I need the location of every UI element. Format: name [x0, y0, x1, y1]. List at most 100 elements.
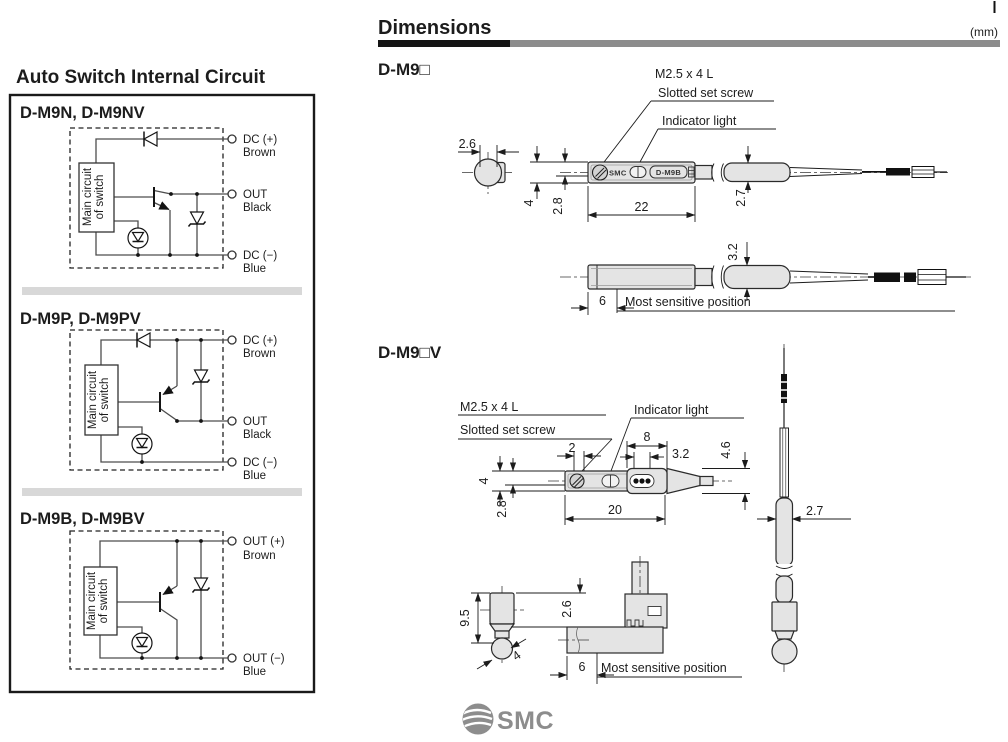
dim-3-2: 3.2 — [726, 242, 751, 301]
svg-text:22: 22 — [635, 200, 649, 214]
zener-diode-symbol — [187, 211, 207, 227]
terminal-label: DC (−) — [243, 250, 277, 262]
side-view — [560, 263, 972, 291]
circuit-d-m9n: D-M9N, D-M9NV Main circuit of switch — [20, 104, 277, 275]
wire-color-label: Brown — [243, 147, 276, 159]
svg-text:6: 6 — [579, 660, 586, 674]
junction-dots — [140, 338, 203, 464]
led-symbol — [131, 632, 153, 654]
dim-6-v: 6 — [550, 653, 614, 684]
svg-text:2.6: 2.6 — [459, 137, 476, 151]
zener-diode-symbol — [191, 369, 211, 385]
diode-symbol — [135, 331, 151, 349]
terminals — [227, 134, 237, 260]
sensor-head — [771, 638, 798, 665]
main-circuit-box — [84, 364, 119, 436]
main-circuit-label-2: of switch — [94, 175, 106, 220]
circuit-d-m9p: D-M9P, D-M9PV Main circuit of switch — [20, 310, 277, 482]
units-label: (mm) — [970, 25, 998, 39]
dim-4-v: 4 — [477, 456, 565, 506]
wire-color-label: Blue — [243, 263, 266, 275]
terminal-dc-plus — [227, 134, 237, 144]
svg-text:9.5: 9.5 — [458, 609, 472, 626]
dim-8: 8 — [626, 430, 668, 468]
indicator-label: Indicator light — [634, 403, 709, 417]
section-title: D-M9□V — [378, 343, 442, 362]
svg-text:3.2: 3.2 — [726, 243, 740, 260]
circuit-d-m9b: D-M9B, D-M9BV Main circuit of switch — [20, 510, 285, 678]
header-gray-bar — [510, 40, 1000, 47]
section-title: D-M9□ — [378, 60, 430, 79]
v-vertical-view: 2.7 — [757, 344, 851, 672]
svg-text:4: 4 — [522, 199, 536, 206]
model-label-box — [649, 165, 688, 179]
circuit-title: D-M9N, D-M9NV — [20, 104, 145, 122]
dim-4-6: 4.6 — [702, 441, 750, 510]
main-circuit-label-1: Main circuit — [86, 571, 98, 630]
dimensions-header: Dimensions (mm) — [378, 1, 1000, 47]
v-cross-section: 9.5 2.6 4 — [458, 578, 586, 670]
svg-text:4: 4 — [510, 648, 524, 663]
main-circuit-box — [83, 566, 118, 636]
wire-color-label: Blue — [243, 470, 266, 482]
dim-2-6: 2.6 — [458, 137, 519, 167]
set-screw-label-1: M2.5 x 4 L — [655, 67, 713, 81]
set-screw-label-1: M2.5 x 4 L — [460, 400, 518, 414]
svg-text:4: 4 — [477, 477, 491, 484]
main-circuit-label-1: Main circuit — [82, 167, 94, 226]
dim-20: 20 — [564, 495, 666, 525]
wire-end-mark — [781, 374, 787, 403]
svg-text:20: 20 — [608, 503, 622, 517]
dimensions-title: Dimensions — [378, 17, 491, 39]
wire-end-mark — [886, 168, 910, 176]
wire-sleeve — [779, 427, 789, 498]
wire-color-label: Brown — [243, 348, 276, 360]
svg-text:3.2: 3.2 — [672, 447, 689, 461]
junction-dots — [136, 192, 199, 257]
body-brand-text: SMC — [609, 169, 627, 178]
auto-switch-internal-circuit-panel: Auto Switch Internal Circuit D-M9N, D-M9… — [8, 67, 316, 694]
cable-lower — [775, 575, 794, 604]
terminal-label: OUT — [243, 416, 267, 428]
svg-text:2.7: 2.7 — [806, 504, 823, 518]
circuit-dashed-box — [69, 530, 224, 670]
diode-symbol — [142, 130, 158, 148]
circuit-dashed-box — [69, 127, 224, 269]
section-d-m9: D-M9□ M2.5 x 4 L Slotted set screw Indic… — [378, 60, 972, 315]
svg-text:2.6: 2.6 — [560, 600, 574, 617]
connector-window — [647, 606, 662, 616]
wire-color-label: Black — [243, 202, 271, 214]
main-circuit-label-2: of switch — [99, 378, 111, 423]
svg-text:2.8: 2.8 — [495, 500, 509, 517]
indicator-label: Indicator light — [662, 114, 737, 128]
dim-2: 2 — [557, 441, 601, 471]
most-sensitive-label: Most sensitive position — [601, 661, 727, 675]
terminal-label: OUT (−) — [243, 653, 285, 665]
set-screw-label-2: Slotted set screw — [460, 423, 556, 437]
v-side-view: 6 Most sensitive position — [550, 556, 742, 684]
terminal-out-minus — [227, 653, 237, 663]
terminal-out-plus — [227, 536, 237, 546]
indicator-leader — [610, 417, 632, 472]
terminal-dc-minus — [227, 457, 237, 467]
panel-title: Auto Switch Internal Circuit — [16, 67, 266, 88]
dim-6-most-sensitive: 6 Most sensitive position — [571, 289, 955, 315]
cable-upper — [775, 497, 794, 567]
terminal-label: DC (−) — [243, 457, 277, 469]
terminal-dc-minus — [227, 250, 237, 260]
dim-4: 4 — [522, 146, 588, 206]
wire-color-label: Blue — [243, 666, 266, 678]
svg-text:2.7: 2.7 — [734, 189, 748, 206]
switch-body-vertical — [771, 601, 798, 632]
wire-color-label: Brown — [243, 550, 276, 562]
smc-logo: SMC — [462, 703, 554, 735]
circuit-title: D-M9P, D-M9PV — [20, 310, 141, 328]
terminal-label: DC (+) — [243, 335, 277, 347]
indicator-leader — [639, 128, 659, 163]
switch-body: SMC D-M9B — [587, 161, 696, 184]
cable-taper — [666, 467, 701, 495]
v-body-top-view — [548, 467, 732, 495]
dim-22: 22 — [587, 186, 696, 222]
